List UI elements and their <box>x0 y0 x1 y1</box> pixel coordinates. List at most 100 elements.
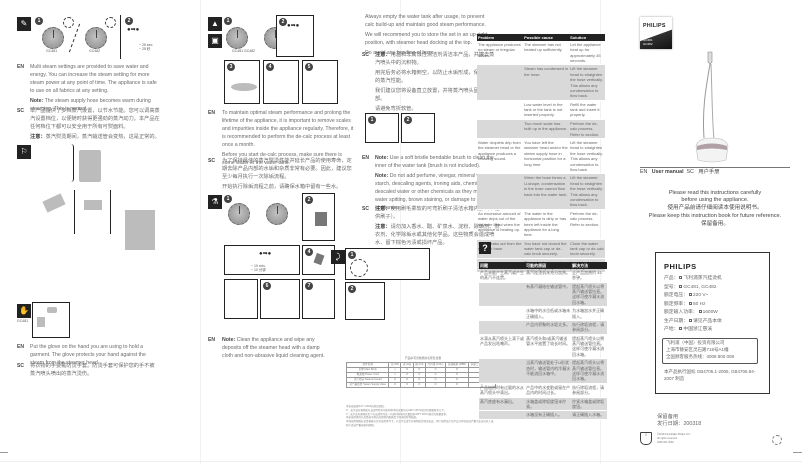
cause-cell: When the hose forms a U-shape, condensat… <box>523 173 570 210</box>
descale-process-icon: ⚗ <box>208 195 222 209</box>
standard-compliance: 本产品执行国标 GB4706.1-2005, GB4706.84-2007 制造 <box>664 369 756 381</box>
note-paragraph: Note: Do not add perfume, vinegar, miner… <box>375 172 501 212</box>
illustration-hose-assembly-1: 1 <box>345 248 430 280</box>
storage-sc-text: 注意：用温和非腐蚀性清洁剂清洁本产品，并擦去蒸汽喷头中的沉积物。 用完后务必将水… <box>375 51 499 115</box>
spec-label: 型号： <box>664 284 679 290</box>
company-address: 上海市静安区灵石路718号A1幢 <box>666 346 729 352</box>
lang-label-en: EN <box>208 110 215 116</box>
problem-cell: 蒸汽底座有水漏出。 <box>479 397 526 412</box>
note-label: Note: <box>375 173 389 180</box>
trim-mark <box>0 452 8 453</box>
checkbox-icon <box>689 318 692 322</box>
page-divider <box>200 0 201 464</box>
descale-icon: ▲ <box>208 17 222 31</box>
hose-storage-icon: ⤸ <box>331 250 345 264</box>
tank-remove-sketch <box>315 212 327 226</box>
instruction-line: Please read this instructions carefully <box>668 190 762 196</box>
table-row: 有蒸汽凝结在输送管中。提起蒸汽喷头以将蒸汽输送管拉直。这样可使冷凝水流回水箱。 <box>479 282 607 308</box>
paragraph: 本产品提供了多档蒸汽设置，以节水节能。您可以调高蒸汽设置档位，以便随时获得更强劲… <box>30 108 160 131</box>
spec-row: 额定输入功率： 1600W <box>664 310 718 317</box>
glove-sc-text: 将衣物的手要戴防烫手套。防烫手套可保护您的手不被蒸汽喷头喷出的蒸汽烫伤。 <box>30 363 155 378</box>
glove-icon: ✋ <box>17 304 31 318</box>
spec-row: 产地： 中国浙江慈溪 <box>664 327 712 334</box>
cause-cell: The steamer has not heated up sufficient… <box>523 40 570 66</box>
solution-cell: Let the appliance heat up for approximat… <box>569 40 605 66</box>
solution-cell: Close the water tank cap or de-calc knob… <box>569 239 605 259</box>
illustration-descale-step-2: 2 ●➡● <box>276 15 314 57</box>
lang-label-sc: SC <box>362 206 369 212</box>
cause-cell: You have left the steamer head and/or th… <box>523 138 570 175</box>
cloth-sketch <box>313 252 325 266</box>
problem-cell <box>477 100 524 120</box>
user-manual-title-en: User manual <box>651 169 684 175</box>
problem-cell: Water droplets drip from the steamer hea… <box>477 138 524 175</box>
step-number-1: 1 <box>348 251 356 259</box>
paragraph: Do avoid any bending of hose. <box>365 50 436 57</box>
substance-value-cell: O <box>424 382 447 388</box>
note-text: Clean the appliance and wipe any deposit… <box>222 337 325 360</box>
column-header: 问题 <box>479 262 526 269</box>
spec-row: 额定电压： 220 V~ <box>664 293 708 300</box>
cause-cell: Low water level in the tank or the tank … <box>523 100 570 120</box>
table-row: 当蒸汽输送管处于U形状态时，输送管内的冷凝水不能流回水箱中。提起蒸汽喷头以将蒸汽… <box>479 358 607 384</box>
cause-cell: 有蒸汽凝结在输送管中。 <box>525 282 572 308</box>
substance-value-cell: O <box>388 382 402 388</box>
philips-logo: PHILIPS <box>664 262 697 271</box>
table-row: Two much scale has built up in the appli… <box>477 119 605 140</box>
illustration-glove <box>32 302 70 338</box>
note-paragraph: 注意：用温和非腐蚀性清洁剂清洁本产品，并擦去蒸汽喷头中的沉积物。 <box>375 51 499 67</box>
illustration-step-7: 7 <box>302 279 335 319</box>
illustration-descale-step-5: 5 <box>302 60 338 104</box>
paragraph: Always empty the water tank after usage,… <box>365 14 486 29</box>
troubleshooting-header: 问题可能的原因解决方法 <box>479 262 607 269</box>
timer-caption: ~ 25 sec. <box>139 43 154 47</box>
table-row: 水箱中的水位低或水箱未正确插入。为水箱加水并正确插入。 <box>479 306 607 321</box>
step-number-2: 2 <box>305 196 313 204</box>
tank-note-sc-text: 注意：使用刷毛柔软的可弯折刷子清洁水箱内部（不提供刷子）。 注意：请勿加入香水、… <box>375 205 501 249</box>
step-number-3: 3 <box>227 63 235 71</box>
table-row: An excessive amount of water drips out o… <box>477 209 605 240</box>
spec-label: 生产日期： <box>664 318 688 324</box>
collar-sketch <box>84 200 102 210</box>
illustration-tank-brush-2: 2 <box>401 113 435 143</box>
illustration-descale-step-4: 4 <box>263 60 299 104</box>
table-row: Steam has condensed in the hose.Lift the… <box>477 64 605 101</box>
checkbox-icon <box>679 276 683 279</box>
illustration-step-2: 2 <box>302 193 335 241</box>
hazard-table-title: 产品中有害物质的名称及含量 <box>404 356 442 360</box>
cause-cell: Steam has condensed in the hose. <box>523 64 570 101</box>
lang-label-en: EN <box>17 64 24 70</box>
note-text: Use a soft bristle bendable brush to cle… <box>375 155 494 170</box>
glove-en-text: Put the glove on the hand you are using … <box>30 344 146 367</box>
page-descaling: ▲ ▣ 1 GC481 GC482 2 ●➡● 3 4 5 EN To main… <box>200 0 400 464</box>
problem-cell: The appliance produces no steam or irreg… <box>477 40 524 66</box>
table-row: 水滴从蒸汽喷头上滴下或产品发出咕噜声。蒸汽喷头和/或蒸汽输送管水平放置了较长时间… <box>479 334 607 360</box>
spec-row: 产品： 飞利浦蒸汽挂烫机 <box>664 276 722 283</box>
trousers-sketch <box>79 150 101 182</box>
checkbox-icon <box>698 310 702 313</box>
paragraph: 开始执行除垢流程之前，请确保水箱中留有一些水。 <box>222 184 342 191</box>
keep-for-reference: 保留备用 <box>657 414 679 420</box>
table-row: 产品加热时有过量的水从蒸汽喷头中滴出。产品中的水变脏或留在产品内的时间过长。执行… <box>479 383 607 398</box>
separator <box>68 23 81 53</box>
table-row: Water leaks out from the steamer base.Yo… <box>477 239 605 259</box>
storage-en-text: Always empty the water tank after usage,… <box>365 13 495 59</box>
step-number-1: 1 <box>368 116 376 124</box>
solution-cell: Lift the steamer head to straighten the … <box>569 173 605 210</box>
cause-cell: 当蒸汽输送管处于U形状态时，输送管内的冷凝水不能流回水箱中。 <box>525 358 572 384</box>
lang-label-sc: SC <box>17 108 24 114</box>
checkbox-icon <box>679 327 683 330</box>
solution-cell: 执行除垢流程，请参阅部分。 <box>571 320 607 335</box>
solution-cell: Perform the de-calc process. Refer to se… <box>569 209 605 240</box>
steam-settings-en-text: Multi steam settings are provided to sav… <box>30 63 158 115</box>
lang-label-sc: SC <box>362 52 369 58</box>
steam-dial-gc482 <box>85 27 107 49</box>
connector-detail <box>350 259 368 277</box>
cause-cell: The water in the appliance is dirty or h… <box>523 209 570 240</box>
problem-cell: 水滴从蒸汽喷头上滴下或产品发出咕噜声。 <box>479 334 526 360</box>
timer-caption-cn: ~ 10 分钟 <box>251 268 266 272</box>
illustration-hose-assembly-2: 2 <box>345 282 385 320</box>
solution-cell: 为水箱加水并正确插入。 <box>571 306 607 321</box>
column-header: 解决方法 <box>571 262 607 269</box>
spec-value: 220 V~ <box>693 293 709 298</box>
